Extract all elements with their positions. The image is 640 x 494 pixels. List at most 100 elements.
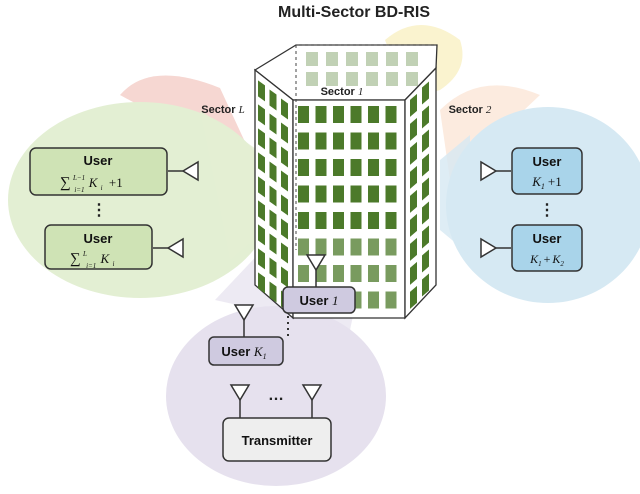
transmitter-box	[222, 417, 332, 462]
antenna-icon	[480, 160, 511, 182]
ris-element	[306, 72, 318, 86]
user-sector1-first-box	[282, 286, 356, 314]
ris-element	[410, 237, 417, 261]
ris-element	[368, 238, 379, 256]
ris-element	[281, 266, 288, 288]
ris-element	[298, 106, 309, 123]
ris-element	[298, 265, 309, 282]
zone-blue-wedge	[440, 135, 470, 255]
ris-element	[298, 132, 309, 150]
antenna-icon	[305, 254, 327, 288]
ris-element	[315, 159, 327, 176]
ris-element	[258, 200, 265, 222]
antenna-icon	[233, 304, 255, 338]
ris-element	[269, 281, 277, 303]
ris-element	[315, 238, 327, 256]
ris-element	[422, 201, 429, 225]
ris-element	[298, 185, 309, 203]
ris-elements	[258, 52, 429, 312]
ris-element	[333, 185, 344, 203]
ris-element	[422, 81, 429, 105]
ris-element	[410, 93, 417, 117]
ris-element	[385, 291, 397, 309]
ris-element	[366, 72, 378, 86]
ris-element	[385, 132, 397, 150]
ris-element	[368, 132, 379, 150]
ris-element	[258, 248, 265, 270]
ris-element	[350, 265, 362, 282]
ris-element	[333, 106, 344, 123]
ris-element	[410, 141, 417, 165]
ris-element	[422, 177, 429, 201]
ris-element	[315, 212, 327, 229]
vertical-ellipsis-left: ⋮	[91, 202, 107, 219]
ris-element	[368, 159, 379, 176]
user-right-bottom: User K1+K2	[480, 224, 583, 272]
ris-element	[269, 209, 277, 231]
ris-element	[366, 52, 378, 66]
user-left-bottom-label: User	[84, 231, 113, 246]
transmitter: Transmitter	[222, 417, 332, 462]
ris-element	[281, 194, 288, 216]
ris-element	[386, 52, 398, 66]
ris-element	[333, 265, 344, 282]
ris-element	[333, 132, 344, 150]
ris-element	[385, 265, 397, 282]
ris-element	[258, 272, 265, 294]
user-sector1-last-box	[208, 336, 284, 366]
ris-element	[350, 106, 362, 123]
ris-element	[350, 185, 362, 203]
user-left-bottom-expr: ∑ L i=1 K i	[70, 244, 114, 271]
antenna-icon	[301, 384, 323, 418]
sector-label-1: Sector 1	[321, 86, 364, 98]
ris-element	[258, 104, 265, 126]
diagram-title: Multi-Sector BD-RIS	[278, 4, 430, 21]
ris-right-face	[404, 66, 437, 320]
user-sector1-first: User 1	[282, 286, 356, 314]
ris-element	[406, 72, 418, 86]
ris-element	[281, 170, 288, 192]
ris-element	[385, 238, 397, 256]
antenna-icon	[168, 160, 199, 182]
ris-element	[422, 249, 429, 273]
user-sector1-last-label: User K1	[221, 344, 266, 361]
ris-element	[281, 98, 288, 120]
ris-element	[315, 265, 327, 282]
ris-element	[346, 52, 358, 66]
antenna-icon	[153, 237, 184, 259]
ris-element	[281, 122, 288, 144]
user-right-top-box	[511, 147, 583, 195]
ris-element	[258, 224, 265, 246]
ris-element	[346, 72, 358, 86]
ris-element	[333, 212, 344, 229]
ris-element	[350, 238, 362, 256]
ris-element	[269, 161, 277, 183]
ris-element	[410, 213, 417, 237]
ris-element	[410, 261, 417, 285]
ris-element	[350, 212, 362, 229]
ris-element	[258, 128, 265, 150]
ris-element	[258, 80, 265, 102]
ris-element	[306, 52, 318, 66]
user-left-bottom: User ∑ L i=1 K i	[44, 224, 184, 271]
ris-element	[258, 176, 265, 198]
ris-element	[422, 225, 429, 249]
ris-element	[410, 189, 417, 213]
sector-label-2: Sector 2	[449, 104, 492, 116]
ris-element	[269, 113, 277, 135]
ris-element	[281, 146, 288, 168]
ris-element	[368, 106, 379, 123]
ris-element	[422, 153, 429, 177]
user-left-top-box	[29, 147, 168, 196]
ris-element	[258, 152, 265, 174]
user-left-top-label: User	[84, 153, 113, 168]
ris-element	[386, 72, 398, 86]
ris-element	[410, 165, 417, 189]
ris-element	[315, 132, 327, 150]
ris-element	[422, 129, 429, 153]
ris-element	[422, 105, 429, 129]
zone-green-wedge	[200, 110, 272, 260]
transmitter-label: Transmitter	[242, 433, 313, 448]
user-left-top: User ∑ L−1 i=1 K i +1	[29, 147, 199, 196]
ris-element	[315, 106, 327, 123]
